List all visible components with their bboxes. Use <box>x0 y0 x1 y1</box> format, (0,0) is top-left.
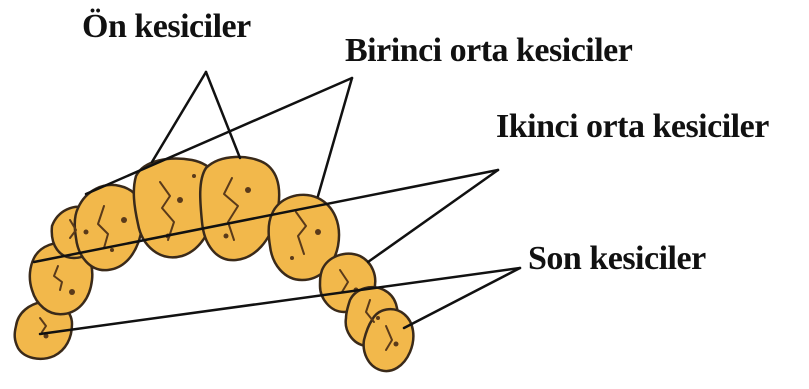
tooth-front-right <box>200 157 279 260</box>
label-second-middle-incisors: Ikinci orta kesiciler <box>496 110 769 144</box>
spot <box>315 229 321 235</box>
tooth-left-first <box>75 185 143 270</box>
label-first-middle-incisors: Birinci orta kesiciler <box>345 34 632 68</box>
spot <box>245 187 251 193</box>
label-last-incisors: Son kesiciler <box>528 242 706 276</box>
spot <box>121 217 127 223</box>
leader-front-to-right <box>206 72 240 158</box>
spot <box>110 248 114 252</box>
spot <box>177 197 183 203</box>
spot <box>84 230 89 235</box>
spot <box>394 342 399 347</box>
leader-front-to-left <box>152 72 206 162</box>
spot <box>192 174 196 178</box>
spot <box>376 316 380 320</box>
label-front-incisors: Ön kesiciler <box>82 10 251 44</box>
spot <box>69 289 75 295</box>
leader-first-to-right <box>318 78 352 196</box>
teeth-group <box>15 157 414 371</box>
spot <box>290 256 294 260</box>
leader-last-to-left <box>40 268 520 334</box>
spot <box>224 234 229 239</box>
